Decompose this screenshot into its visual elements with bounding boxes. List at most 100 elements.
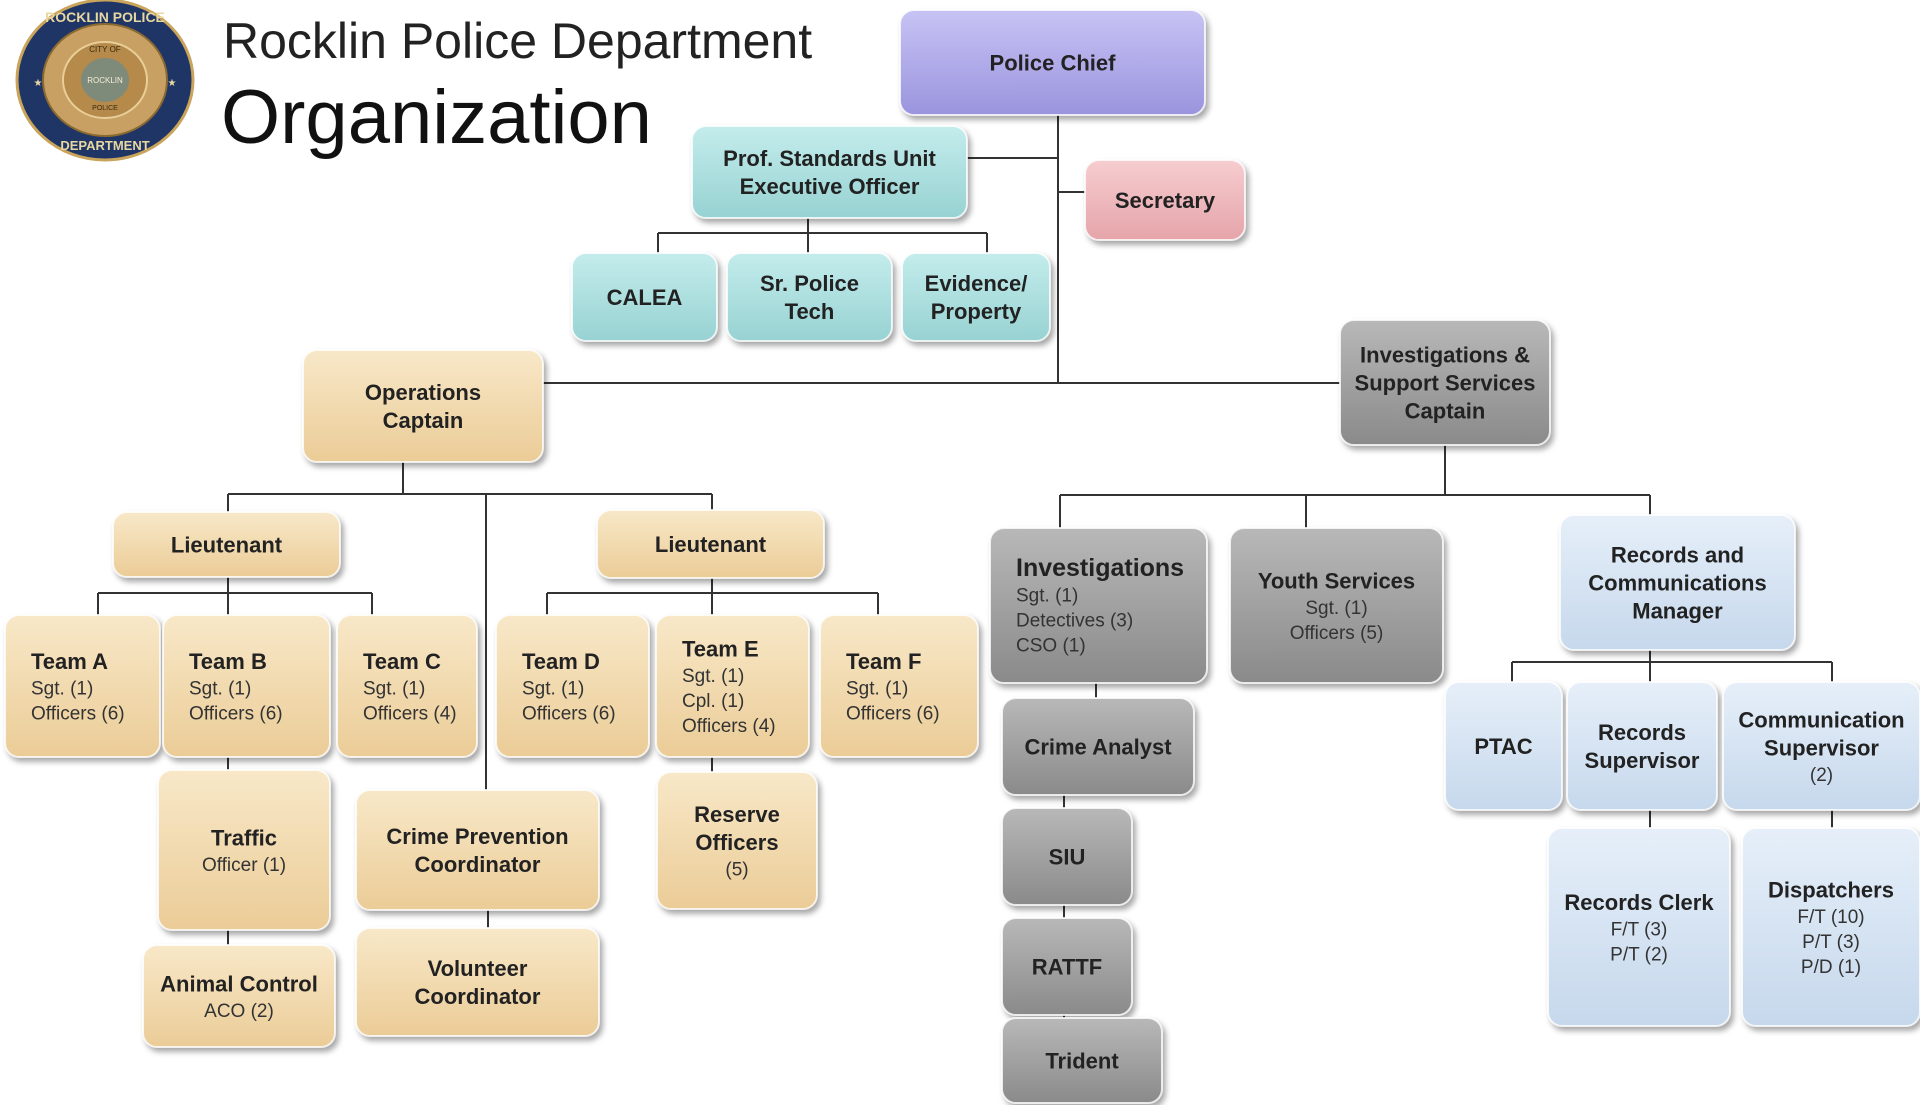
org-box-title: Team C xyxy=(363,649,441,674)
org-box-shape xyxy=(819,614,979,758)
org-box-title: Reserve xyxy=(694,802,780,827)
org-box-detail: Officer (1) xyxy=(202,855,286,876)
org-box-shape xyxy=(157,769,331,931)
org-box-title: Captain xyxy=(1405,398,1486,423)
org-box-shape xyxy=(726,252,893,342)
org-box-title: Secretary xyxy=(1115,188,1216,213)
org-box-detail: P/T (2) xyxy=(1610,945,1668,966)
org-box-shape xyxy=(1001,807,1133,906)
org-box-title: Records Clerk xyxy=(1564,890,1714,915)
org-box-detail: P/D (1) xyxy=(1801,957,1861,978)
org-box-title: Investigations & xyxy=(1360,342,1530,367)
org-box-shape xyxy=(142,944,336,1048)
org-box-detail: ACO (2) xyxy=(204,1001,274,1022)
org-box-ptac: PTAC xyxy=(1444,681,1563,811)
org-box-title: Executive Officer xyxy=(740,174,920,199)
org-box-title: Dispatchers xyxy=(1768,877,1894,902)
org-box-detail: Sgt. (1) xyxy=(1305,598,1367,619)
org-box-title: Property xyxy=(931,299,1022,324)
org-box-detail: Detectives (3) xyxy=(1016,611,1133,632)
org-box-title: Captain xyxy=(383,408,464,433)
org-box-shape xyxy=(336,614,478,758)
org-box-title: Team F xyxy=(846,649,921,674)
org-box-title: Lieutenant xyxy=(655,532,767,557)
org-box-detail: Sgt. (1) xyxy=(522,679,584,700)
org-box-trident: Trident xyxy=(1001,1017,1163,1104)
org-box-detail: Sgt. (1) xyxy=(189,679,251,700)
org-box-title: Lieutenant xyxy=(171,532,283,557)
org-box-title: Volunteer xyxy=(428,956,528,981)
org-box-title: Crime Prevention xyxy=(386,824,568,849)
org-box-shape xyxy=(302,349,544,463)
org-box-detail: (5) xyxy=(725,860,748,881)
org-box-detail: Sgt. (1) xyxy=(363,679,425,700)
org-box-title: Support Services xyxy=(1355,370,1536,395)
org-box-detail: Sgt. (1) xyxy=(1016,586,1078,607)
org-box-calea: CALEA xyxy=(571,252,718,342)
org-box-secretary: Secretary xyxy=(1084,159,1246,241)
org-box-title: Investigations xyxy=(1016,554,1184,582)
org-box-shape xyxy=(1547,827,1731,1027)
org-box-siu: SIU xyxy=(1001,807,1133,906)
org-box-shape xyxy=(656,771,818,910)
org-box-shape xyxy=(901,252,1051,342)
org-box-title: Trident xyxy=(1045,1048,1119,1073)
org-box-title: Records and xyxy=(1611,542,1744,567)
org-box-detail: F/T (10) xyxy=(1797,907,1864,928)
org-box-title: Team B xyxy=(189,649,267,674)
org-box-detail: Sgt. (1) xyxy=(846,679,908,700)
org-box-shape xyxy=(1566,681,1718,811)
org-box-title: Team E xyxy=(682,636,759,661)
org-box-title: Supervisor xyxy=(1585,748,1700,773)
org-box-detail: Officers (5) xyxy=(1290,623,1384,644)
org-box-shape xyxy=(355,789,600,911)
org-box-lt1: Lieutenant xyxy=(112,511,341,578)
org-box-title: Communication xyxy=(1738,707,1904,732)
svg-text:★: ★ xyxy=(34,78,43,89)
org-box-shape xyxy=(355,927,600,1037)
badge-ring-top: ROCKLIN POLICE xyxy=(45,9,165,25)
org-box-detail: Sgt. (1) xyxy=(31,679,93,700)
department-name: Rocklin Police Department xyxy=(223,13,813,69)
org-box-detail: F/T (3) xyxy=(1611,920,1668,941)
badge-ring-bottom: DEPARTMENT xyxy=(60,138,149,153)
org-box-title: Evidence/ xyxy=(925,271,1028,296)
org-box-title: Animal Control xyxy=(160,971,318,996)
org-box-shape xyxy=(1001,1017,1163,1104)
org-box-title: Manager xyxy=(1632,598,1723,623)
org-box-title: Officers xyxy=(695,830,778,855)
org-box-rattf: RATTF xyxy=(1001,917,1133,1016)
org-box-evidence: Evidence/Property xyxy=(901,252,1051,342)
police-badge-logo: ROCKLIN POLICE DEPARTMENT CITY OF ROCKLI… xyxy=(15,0,195,162)
org-box-analyst: Crime Analyst xyxy=(1001,697,1195,796)
org-box-detail: CSO (1) xyxy=(1016,636,1086,657)
org-box-title: Police Chief xyxy=(990,50,1117,75)
page-title: Organization xyxy=(221,75,652,160)
org-box-title: Operations xyxy=(365,380,481,405)
org-box-shape xyxy=(1339,319,1551,446)
connector-lines xyxy=(97,115,1833,1018)
org-box-shape xyxy=(1559,514,1796,651)
badge-center-top: CITY OF xyxy=(89,45,121,54)
org-box-title: PTAC xyxy=(1474,734,1532,759)
org-box-title: Youth Services xyxy=(1258,568,1415,593)
org-box-shape xyxy=(596,509,825,579)
org-box-shape xyxy=(899,9,1206,116)
org-box-title: Communications xyxy=(1588,570,1766,595)
org-box-detail: Officers (6) xyxy=(31,704,125,725)
org-box-title: Supervisor xyxy=(1764,735,1879,760)
